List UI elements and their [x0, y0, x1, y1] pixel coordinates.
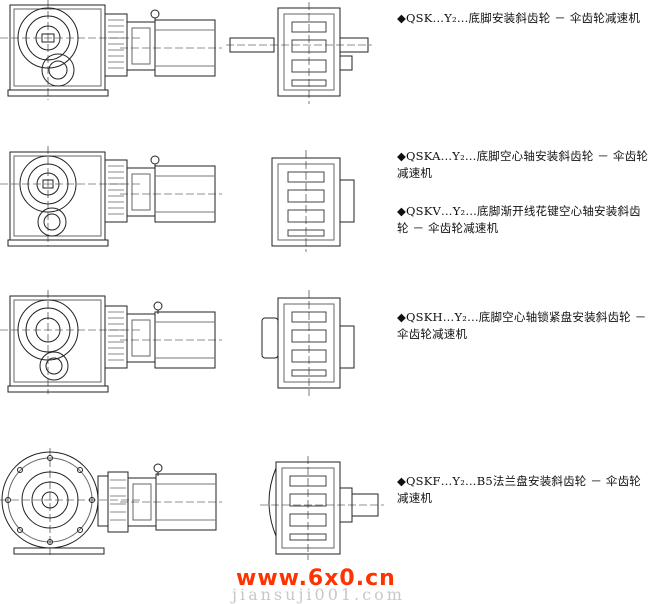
- front-view-qsk: [0, 0, 222, 100]
- front-view-qskf: [0, 448, 222, 556]
- side-view-qsk: [226, 2, 372, 104]
- caption-qskf: ◆QSKF…Y₂…B5法兰盘安装斜齿轮 － 伞齿轮减速机: [397, 474, 641, 505]
- front-view-qskh: [0, 290, 222, 394]
- front-view-qska: [0, 146, 222, 247]
- side-view-qskf: [260, 456, 384, 560]
- side-view-qskh: [261, 290, 355, 396]
- caption-qskv: ◆QSKV…Y₂…底脚渐开线花键空心轴安装斜齿轮 － 伞齿轮减速机: [397, 204, 641, 235]
- watermark-logo: www.6x0.cn: [236, 566, 396, 591]
- watermark-url: jiansuji001.com: [232, 585, 405, 604]
- caption-qskh: ◆QSKH…Y₂…底脚空心轴锁紧盘安装斜齿轮 － 伞齿轮减速机: [397, 310, 647, 341]
- caption-qska: ◆QSKA…Y₂…底脚空心轴安装斜齿轮 － 伞齿轮减速机: [397, 149, 649, 180]
- side-view-qska: [271, 150, 355, 252]
- caption-qsk: ◆QSK…Y₂…底脚安装斜齿轮 － 伞齿轮减速机: [397, 11, 641, 25]
